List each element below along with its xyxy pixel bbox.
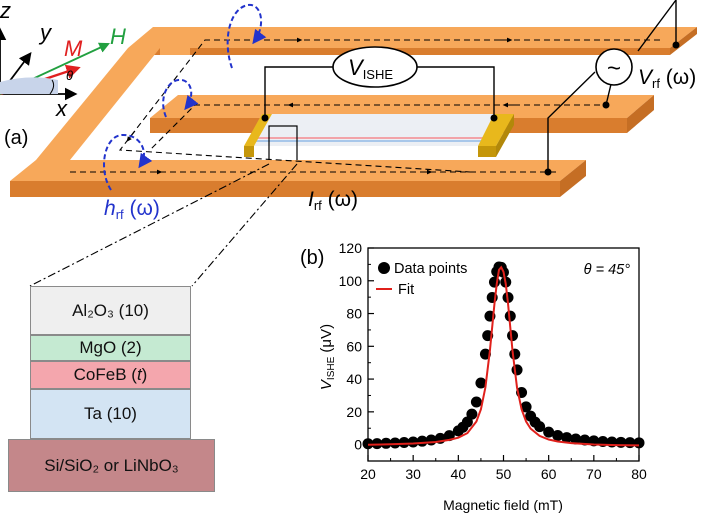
data-point <box>504 310 516 322</box>
rf-source-symbol: ~ <box>607 55 621 82</box>
contact-right <box>478 114 514 146</box>
y-axis: 0 20 40 60 80 100 120 <box>339 240 374 453</box>
data-point <box>543 426 555 438</box>
layer-cofeb-label: CoFeB (t) <box>73 365 148 384</box>
vishe-label: V <box>348 55 365 80</box>
layer-ta-label: Ta (10) <box>84 404 137 423</box>
svg-text:hrf (ω): hrf (ω) <box>104 197 160 222</box>
contact-left <box>244 114 272 146</box>
vishe-circuit <box>264 66 495 118</box>
hrf-field-loops <box>103 3 267 191</box>
x-tick-label: 20 <box>360 466 376 482</box>
layer-substrate-label: Si/SiO₂ or LiNbO₃ <box>44 455 179 475</box>
data-point <box>633 437 645 449</box>
axis-z-label: z <box>0 0 11 23</box>
waveguide-left-arm <box>36 48 190 160</box>
panel-b-label: (b) <box>300 247 324 269</box>
y-tick-label: 60 <box>346 338 362 354</box>
fit-line <box>367 265 640 447</box>
theta-annotation: θ = 45° <box>584 262 631 278</box>
x-axis: 20 30 40 50 60 70 80 <box>360 455 647 482</box>
y-tick-label: 0 <box>354 437 362 453</box>
field-label: H <box>110 24 126 49</box>
vrf-label: V <box>638 66 654 89</box>
data-point <box>509 348 521 360</box>
data-point <box>561 432 573 444</box>
y-tick-label: 20 <box>346 404 362 420</box>
panel-b: (b) 20 30 40 50 60 70 80 0 20 40 60 80 100 120 Data … <box>300 240 647 513</box>
x-axis-title: Magnetic field (mT) <box>443 497 563 513</box>
svg-text:Irf (ω): Irf (ω) <box>308 188 358 213</box>
axis-y-label: y <box>38 20 53 45</box>
vishe-meter <box>332 46 418 88</box>
data-point <box>407 436 419 448</box>
layer-cofeb: CoFeB (t) <box>30 361 191 389</box>
panel-a-label: (a) <box>4 127 28 149</box>
data-point <box>570 433 582 445</box>
x-tick-label: 70 <box>586 466 602 482</box>
data-point <box>362 438 374 450</box>
x-tick-label: 40 <box>451 466 467 482</box>
vishe-sub: ISHE <box>363 67 394 82</box>
data-point <box>534 421 546 433</box>
y-tick-label: 40 <box>346 371 362 387</box>
x-tick-label: 50 <box>496 466 512 482</box>
data-point <box>380 437 392 449</box>
data-point <box>511 364 523 376</box>
theta-label: θ <box>66 68 73 83</box>
layer-mgo-label: MgO (2) <box>79 338 142 357</box>
data-point <box>470 396 482 408</box>
x-tick-label: 60 <box>541 466 557 482</box>
sample-film <box>244 114 514 165</box>
hrf-label: h <box>104 197 116 220</box>
layer-ta: Ta (10) <box>30 389 191 439</box>
layer-al2o3-label: Al₂O₃ (10) <box>72 300 149 320</box>
rf-source-circuit <box>547 0 677 172</box>
plot-series <box>362 261 645 450</box>
axes-icon <box>0 27 110 101</box>
data-point <box>389 437 401 449</box>
y-tick-label: 120 <box>339 240 363 256</box>
data-point <box>398 436 410 448</box>
legend-fit: Fit <box>398 282 414 298</box>
legend-data-points: Data points <box>394 261 467 277</box>
layer-substrate: Si/SiO₂ or LiNbO₃ <box>8 439 215 492</box>
x-tick-label: 30 <box>405 466 421 482</box>
data-point <box>520 401 532 413</box>
panel-a: VISHE ~ Vrf (ω) hrf (ω) Irf (ω) z y x <box>0 0 697 287</box>
legend-marker-data <box>378 262 390 274</box>
magnetization-label: M <box>64 36 83 61</box>
rf-source <box>595 48 633 86</box>
y-tick-label: 100 <box>339 273 363 289</box>
legend: Data points Fit <box>376 261 467 298</box>
irf-label: I <box>308 188 314 211</box>
current-arrows <box>126 37 515 175</box>
data-point <box>507 330 519 342</box>
x-tick-label: 80 <box>631 466 647 482</box>
layer-mgo: MgO (2) <box>30 335 191 361</box>
data-point <box>475 377 487 389</box>
data-point <box>466 408 478 420</box>
svg-text:Vrf (ω): Vrf (ω) <box>638 66 696 91</box>
axis-x-label: x <box>55 96 68 121</box>
svg-text:VISHE: VISHE <box>348 55 393 82</box>
zoom-lines <box>29 163 298 287</box>
layer-al2o3: Al₂O₃ (10) <box>30 286 191 335</box>
data-point <box>552 429 564 441</box>
y-tick-label: 80 <box>346 306 362 322</box>
y-axis-title: VISHE (μV) <box>318 324 337 390</box>
waveguide-bottom-bar <box>10 160 586 197</box>
